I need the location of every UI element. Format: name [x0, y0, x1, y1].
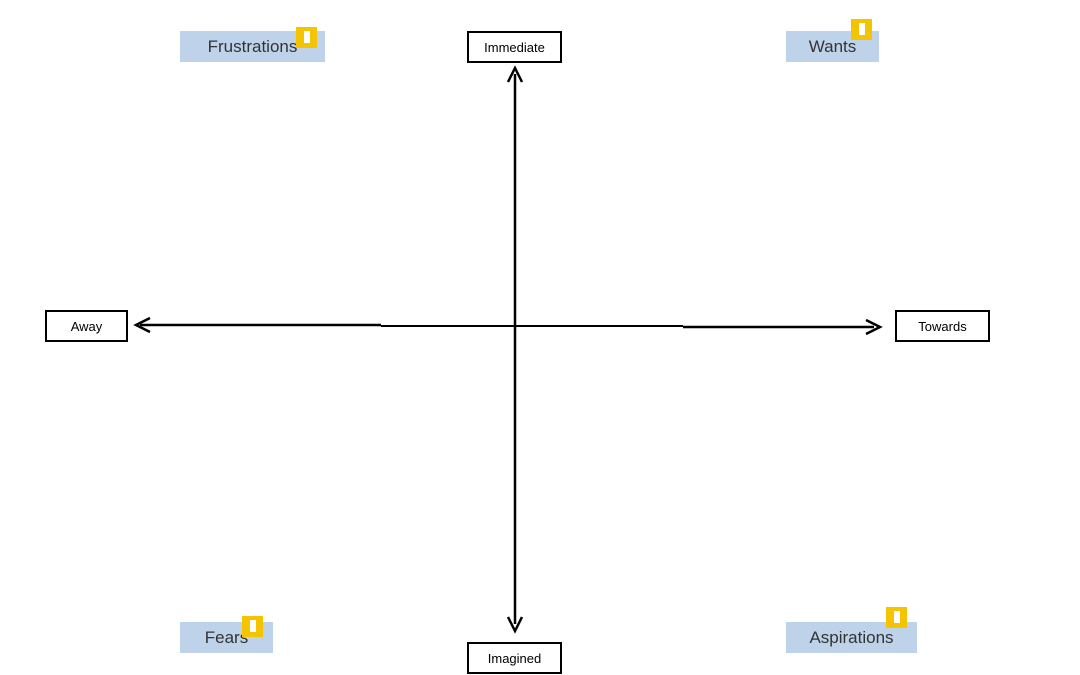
arrowhead-left [133, 316, 151, 334]
axis-label-away: Away [45, 310, 128, 342]
sticky-note-icon[interactable] [296, 27, 317, 48]
axis-label-imagined: Imagined [467, 642, 562, 674]
arrowhead-right [865, 318, 883, 336]
sticky-note-icon[interactable] [886, 607, 907, 628]
arrowhead-up [506, 65, 524, 83]
sticky-note-icon[interactable] [851, 19, 872, 40]
axis-label-towards: Towards [895, 310, 990, 342]
arrowhead-down [506, 616, 524, 634]
sticky-note-icon[interactable] [242, 616, 263, 637]
axis-label-immediate: Immediate [467, 31, 562, 63]
